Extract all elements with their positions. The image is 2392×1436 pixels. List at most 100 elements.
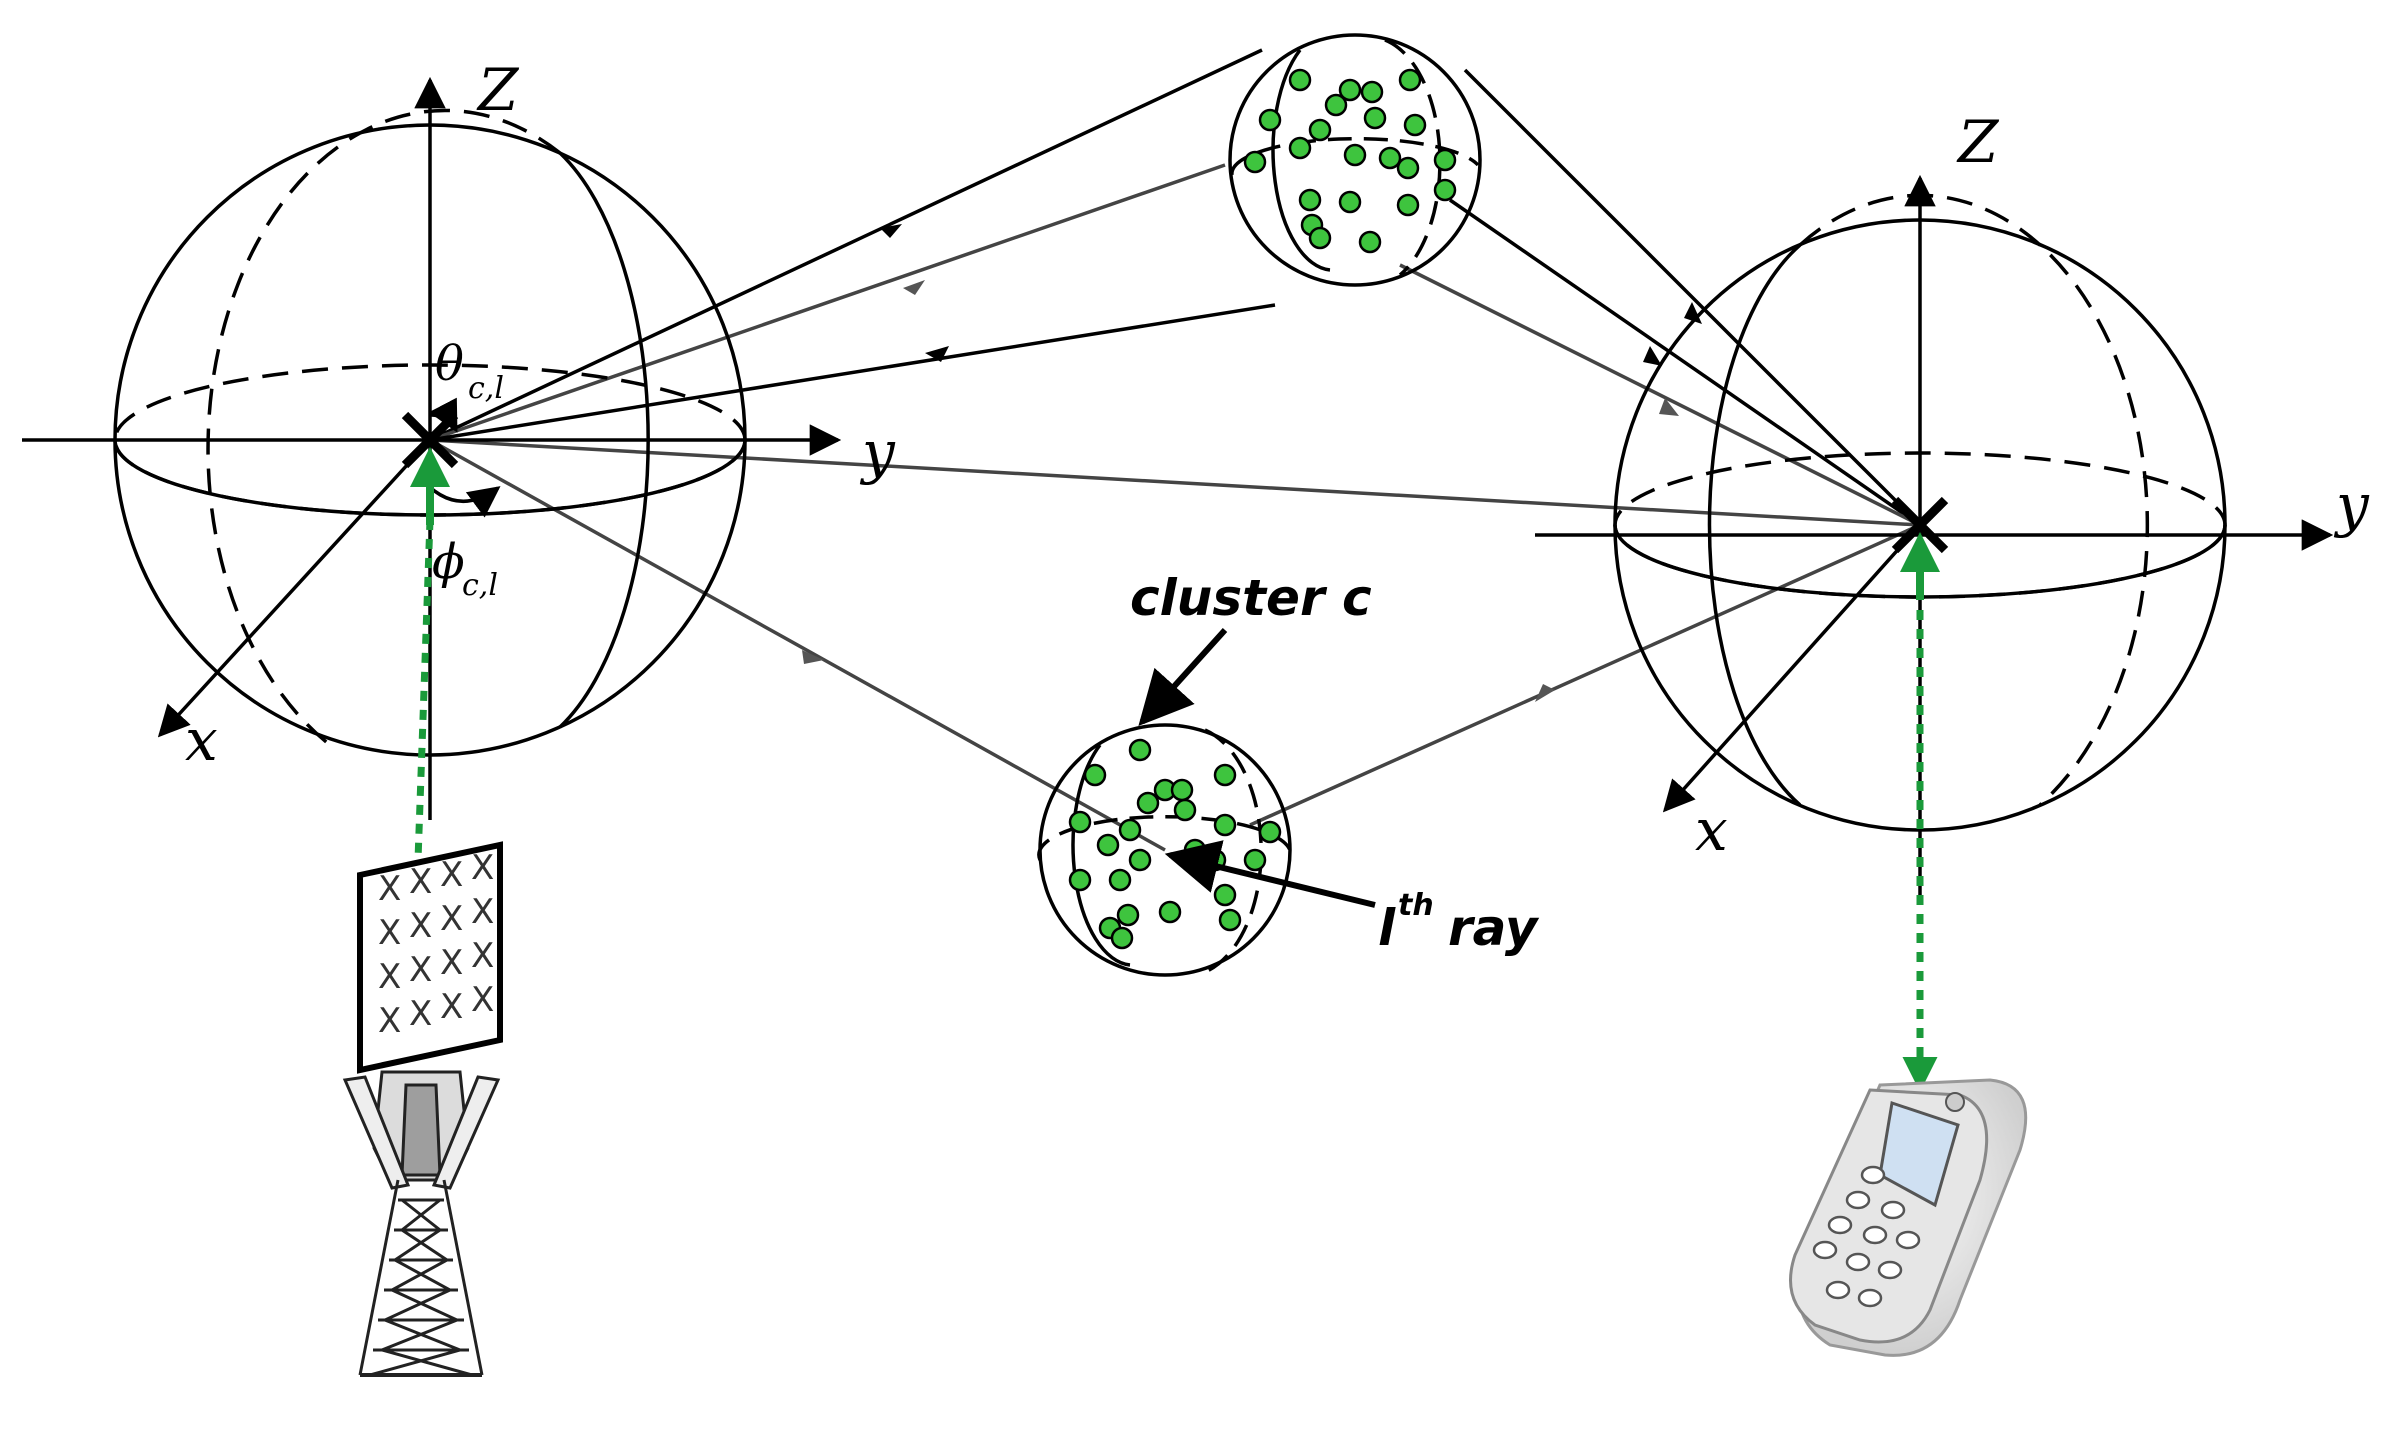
ray-upper-2b	[1449, 198, 1921, 527]
ray-label-l: l	[1378, 899, 1396, 957]
left-z-label: Z	[476, 56, 520, 124]
lower-scatterer-group	[1068, 738, 1282, 950]
scatterer	[1173, 798, 1197, 822]
scatterer	[1433, 178, 1457, 202]
ray-upper-3b	[1399, 263, 1921, 527]
theta-subscript: c,l	[468, 371, 504, 406]
ray-arrowhead	[880, 224, 902, 238]
upper-cluster-arc	[1271, 48, 1331, 272]
scatterer	[1258, 108, 1282, 132]
scatterer	[1213, 883, 1237, 907]
scatterer	[1396, 156, 1420, 180]
right-z-label: Z	[1956, 108, 2000, 176]
antenna-element-label: X	[440, 987, 463, 1027]
phi-subscript: c,l	[462, 568, 498, 603]
antenna-element-label: X	[440, 899, 463, 939]
ray-upper-3a	[429, 303, 1276, 442]
scatterer	[1170, 778, 1194, 802]
left-meridian-back	[206, 108, 562, 747]
left-x-label: x	[185, 706, 218, 774]
scatterer	[1378, 146, 1402, 170]
left-coordinate-frame	[22, 76, 842, 820]
scatterer	[1308, 226, 1332, 250]
base-station-tower-icon	[342, 1070, 501, 1377]
ray-arrowhead	[1659, 398, 1679, 416]
antenna-element-label: X	[471, 936, 494, 976]
upper-cluster	[1228, 33, 1482, 287]
antenna-element-label: X	[378, 957, 401, 997]
right-meridian-back	[1798, 193, 2150, 807]
ray-upper-1b	[1463, 68, 1922, 527]
ray-lower-b	[1249, 523, 1921, 827]
scatterer	[1324, 93, 1348, 117]
right-x-label: x	[1695, 796, 1728, 864]
scatterer	[1358, 230, 1382, 254]
antenna-element-label: X	[440, 943, 463, 983]
scatterer	[1288, 68, 1312, 92]
ray-arrowhead	[1643, 346, 1662, 366]
right-coordinate-frame	[1535, 174, 2334, 895]
ray-direct	[429, 438, 1921, 527]
scatterer	[1213, 763, 1237, 787]
scatterer	[1396, 193, 1420, 217]
scatterer	[1083, 763, 1107, 787]
scatterer	[1243, 150, 1267, 174]
ray-arrowhead	[1535, 684, 1555, 702]
upper-cluster-equator	[1230, 136, 1480, 176]
antenna-element-label: X	[440, 855, 463, 895]
ray-arrowhead	[903, 280, 925, 295]
scatterer	[1116, 903, 1140, 927]
scatterer	[1343, 143, 1367, 167]
scatterer	[1128, 848, 1152, 872]
scatterer	[1243, 848, 1267, 872]
antenna-element-label: X	[378, 869, 401, 909]
scatterer	[1068, 868, 1092, 892]
scatterer	[1288, 136, 1312, 160]
scatterer	[1308, 118, 1332, 142]
scatterer	[1298, 188, 1322, 212]
right-meridian-front	[1707, 243, 1802, 807]
ray-pointer	[1164, 840, 1376, 908]
antenna-element-label: X	[378, 1001, 401, 1041]
ray-arrowhead	[925, 346, 949, 362]
scatterer	[1398, 68, 1422, 92]
ray-upper-2a	[429, 163, 1226, 442]
scatterer	[1403, 113, 1427, 137]
scatterer	[1068, 810, 1092, 834]
scatterer	[1360, 80, 1384, 104]
antenna-element-label: X	[471, 848, 494, 888]
scatterer	[1158, 900, 1182, 924]
scatterer	[1338, 78, 1362, 102]
antenna-element-label: X	[471, 980, 494, 1020]
scatterer	[1213, 813, 1237, 837]
antenna-element-label: X	[409, 950, 432, 990]
cluster-label: cluster c	[1130, 569, 1372, 627]
right-y-label: y	[2333, 471, 2370, 539]
antenna-element-label: X	[409, 862, 432, 902]
scatterer	[1108, 868, 1132, 892]
antenna-element-label: X	[378, 913, 401, 953]
left-link-arrow	[398, 519, 434, 952]
left-y-label: y	[859, 418, 896, 486]
scatterer	[1258, 820, 1282, 844]
antenna-element-label: X	[409, 994, 432, 1034]
lower-cluster-equator	[1037, 814, 1292, 861]
antenna-array-border	[357, 841, 503, 1074]
ray-label-word: ray	[1448, 899, 1540, 957]
scatterer	[1128, 738, 1152, 762]
scatterer	[1136, 791, 1160, 815]
ray-upper-1a	[429, 48, 1263, 442]
ray-label-sup: th	[1398, 888, 1434, 923]
antenna-element-label: X	[471, 892, 494, 932]
right-x-axis	[1662, 523, 1922, 813]
theta-label: θ	[435, 336, 464, 392]
scatterer	[1433, 148, 1457, 172]
ray-arrowhead	[802, 650, 824, 664]
mobile-phone-icon	[1789, 1078, 2028, 1357]
scatterer	[1363, 106, 1387, 130]
scatterer	[1096, 833, 1120, 857]
scatterer	[1338, 190, 1362, 214]
